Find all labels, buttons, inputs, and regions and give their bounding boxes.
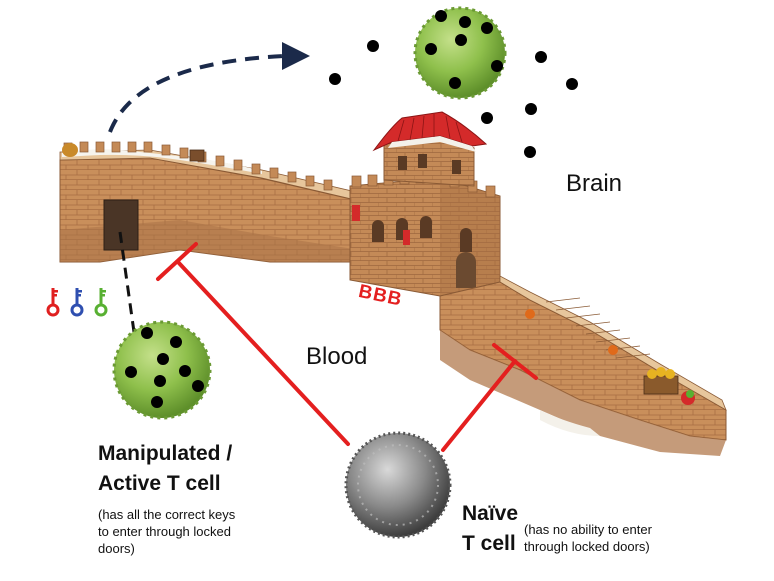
active-cell-note-line: (has all the correct keys xyxy=(98,507,236,522)
wall-door xyxy=(103,199,139,251)
wall-crate xyxy=(189,149,205,162)
active-cell-title-line: Manipulated / xyxy=(98,442,233,465)
wall-base xyxy=(440,330,726,456)
inhibition-bar-left xyxy=(156,242,198,281)
active-cell-title-line: Active T cell xyxy=(98,472,221,495)
naive-cell-title: Naïve T cell xyxy=(462,499,518,559)
keys-group xyxy=(46,288,108,317)
fruit-basket xyxy=(643,367,695,405)
watch-tower xyxy=(349,111,501,297)
key-icon xyxy=(94,288,108,317)
inhibition-lines xyxy=(156,242,538,452)
inhibition-line-right xyxy=(441,359,517,452)
wall-pot xyxy=(62,143,78,157)
active-cell-title: Manipulated / Active T cell xyxy=(98,439,232,499)
wall-base-snow xyxy=(540,410,600,436)
blood-label: Blood xyxy=(306,343,368,370)
brain-label: Brain xyxy=(566,170,623,197)
naive-cell-note: (has no ability to enter through locked … xyxy=(524,521,652,555)
key-icon xyxy=(46,288,60,317)
great-wall-illustration xyxy=(59,111,727,456)
active-cell-note-line: doors) xyxy=(98,541,135,556)
active-cell-note: (has all the correct keys to enter throu… xyxy=(98,506,235,557)
naive-cell-note-line: (has no ability to enter xyxy=(524,522,652,537)
lantern xyxy=(525,309,535,319)
naive-cell-note-line: through locked doors) xyxy=(524,539,650,554)
lantern xyxy=(608,345,618,355)
inhibition-bar-right xyxy=(492,343,538,380)
active-cell-note-line: to enter through locked xyxy=(98,524,231,539)
inhibition-line-left xyxy=(176,260,350,446)
naive-cell-title-line: Naïve xyxy=(462,502,519,525)
tower-roof xyxy=(372,111,488,152)
naive-cell-title-line: T cell xyxy=(462,532,516,555)
dashed-arrow xyxy=(108,54,286,133)
key-icon xyxy=(70,288,84,317)
naive-t-cell xyxy=(344,431,452,539)
released-particles xyxy=(329,40,578,158)
arrowhead-icon xyxy=(282,42,310,70)
active-t-cell xyxy=(112,320,212,420)
brain-t-cell xyxy=(413,6,507,100)
